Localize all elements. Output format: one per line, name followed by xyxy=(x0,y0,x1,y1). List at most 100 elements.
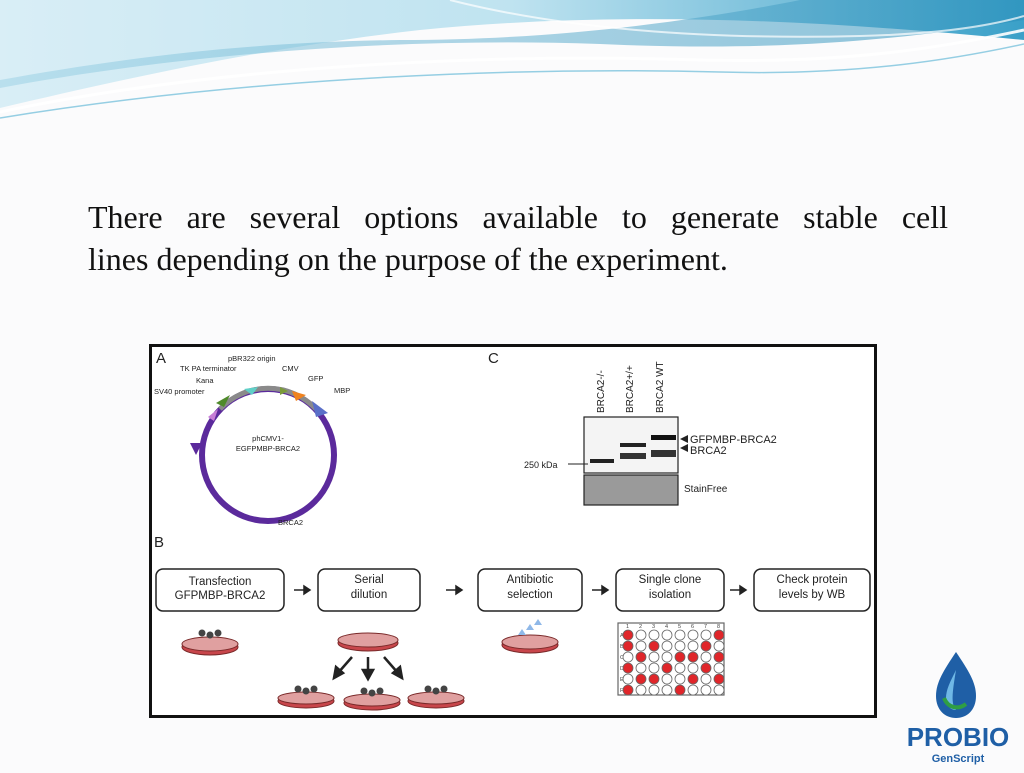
sv40-promoter-marker xyxy=(208,409,218,421)
plate-well xyxy=(648,629,660,641)
blot-band-lane2-upper xyxy=(620,443,646,447)
plate-well xyxy=(674,684,686,696)
plate-col-6: 6 xyxy=(691,624,694,630)
plate-well xyxy=(700,684,712,696)
plate-well xyxy=(661,684,673,696)
dish-dilution-3 xyxy=(407,685,465,709)
figure-canvas: A pBR322 origin TK PA terminator Kana SV… xyxy=(154,350,871,711)
kana-marker xyxy=(216,395,230,407)
logo-name: PROBIO xyxy=(907,722,1010,752)
feature-label-cmv: CMV xyxy=(282,364,299,373)
feature-label-mbp: MBP xyxy=(334,386,350,395)
step-clone-line-1: Single clone xyxy=(639,574,702,586)
dish-dilution-2 xyxy=(343,687,401,711)
leaf-swoosh-icon xyxy=(942,697,968,710)
logo-sub: GenScript xyxy=(932,753,985,765)
dilution-arrows xyxy=(332,656,404,682)
dish-serial-dilution xyxy=(337,632,399,652)
plate-well xyxy=(648,662,660,674)
plate-well xyxy=(687,629,699,641)
feature-label-pbr322: pBR322 origin xyxy=(228,354,276,363)
feature-label-gfp: GFP xyxy=(308,374,323,383)
plate-well xyxy=(687,651,699,663)
feature-label-kana: Kana xyxy=(196,376,214,385)
plate-well xyxy=(687,684,699,696)
feature-label-sv40: SV40 promoter xyxy=(154,387,205,396)
step-transfection-line-2: GFPMBP-BRCA2 xyxy=(175,590,266,602)
flow-arrow-head-2 xyxy=(455,584,464,596)
step-transfection-line-1: Transfection xyxy=(189,576,252,588)
plate-row-f: F xyxy=(620,688,624,694)
feature-label-tk-pa: TK PA terminator xyxy=(180,364,237,373)
plate-well xyxy=(622,662,634,674)
plate-well xyxy=(648,640,660,652)
step-box-serial-dilution xyxy=(317,568,421,612)
plate-well xyxy=(648,673,660,685)
plate-well xyxy=(700,640,712,652)
step-box-check-protein xyxy=(753,568,871,612)
plate-well xyxy=(661,640,673,652)
panel-c-label: C xyxy=(488,350,499,367)
stainfree-panel xyxy=(583,474,679,506)
plasmid-name-line-1: phCMV1- xyxy=(252,434,284,443)
flow-arrow-head-4 xyxy=(739,584,748,596)
plate-well xyxy=(700,651,712,663)
plasmid-backbone xyxy=(218,385,318,411)
plate-well xyxy=(635,640,647,652)
blot-band-lane3-lower xyxy=(651,450,676,457)
step-serial-line-1: Serial xyxy=(354,574,383,586)
lane-label-brca2-ko: BRCA2-/- xyxy=(596,370,607,413)
plate-well xyxy=(687,662,699,674)
step-check-line-2: levels by WB xyxy=(779,589,846,601)
plate-row-e: E xyxy=(620,677,624,683)
plate-well xyxy=(622,673,634,685)
panel-a-label: A xyxy=(156,350,166,367)
step-box-antibiotic xyxy=(477,568,583,612)
plate-row-a: A xyxy=(620,633,624,639)
plate-well xyxy=(687,640,699,652)
plate-col-5: 5 xyxy=(678,624,681,630)
plate-well xyxy=(661,673,673,685)
plate-well xyxy=(700,673,712,685)
plate-well xyxy=(635,651,647,663)
plate-well xyxy=(622,629,634,641)
plate-col-2: 2 xyxy=(639,624,642,630)
header-wave-decoration xyxy=(0,0,1024,119)
feature-label-brca2: BRCA2 xyxy=(278,518,303,527)
plate-well xyxy=(635,629,647,641)
slide-text-line-2: lines depending on the purpose of the ex… xyxy=(88,241,728,277)
probio-logo: PROBIO GenScript xyxy=(896,648,1024,768)
plate-well xyxy=(700,629,712,641)
plasmid-arrow xyxy=(190,443,202,455)
band-arrow-1 xyxy=(680,435,688,443)
band-label-gfpmbp-brca2: GFPMBP-BRCA2 xyxy=(690,434,777,446)
plate-row-b: B xyxy=(620,644,624,650)
plate-well xyxy=(713,651,725,663)
cmv-marker xyxy=(280,387,288,395)
plate-well xyxy=(700,662,712,674)
plate-well xyxy=(661,662,673,674)
marker-label: 250 kDa xyxy=(524,460,558,470)
plate-well xyxy=(674,673,686,685)
plate-well xyxy=(674,629,686,641)
slide-text-line-1: There are several options available to g… xyxy=(88,199,948,235)
plate-well xyxy=(713,640,725,652)
plate-well xyxy=(674,662,686,674)
plate-well xyxy=(622,684,634,696)
plate-well xyxy=(713,684,725,696)
blot-band-lane2-lower xyxy=(620,453,646,459)
gfp-marker xyxy=(292,391,306,401)
band-label-brca2: BRCA2 xyxy=(690,445,727,457)
experiment-figure: A pBR322 origin TK PA terminator Kana SV… xyxy=(149,344,877,718)
plate-well xyxy=(648,651,660,663)
plate-col-8: 8 xyxy=(717,624,720,630)
step-serial-line-2: dilution xyxy=(351,589,387,601)
plate-well xyxy=(635,662,647,674)
plate-well xyxy=(661,629,673,641)
plate-col-4: 4 xyxy=(665,624,668,630)
plate-well xyxy=(674,651,686,663)
stainfree-label: StainFree xyxy=(684,484,728,495)
plate-wells xyxy=(622,629,725,696)
blot-band-lane3-upper xyxy=(651,435,676,440)
probio-logo-graphic: PROBIO GenScript xyxy=(907,652,1010,765)
